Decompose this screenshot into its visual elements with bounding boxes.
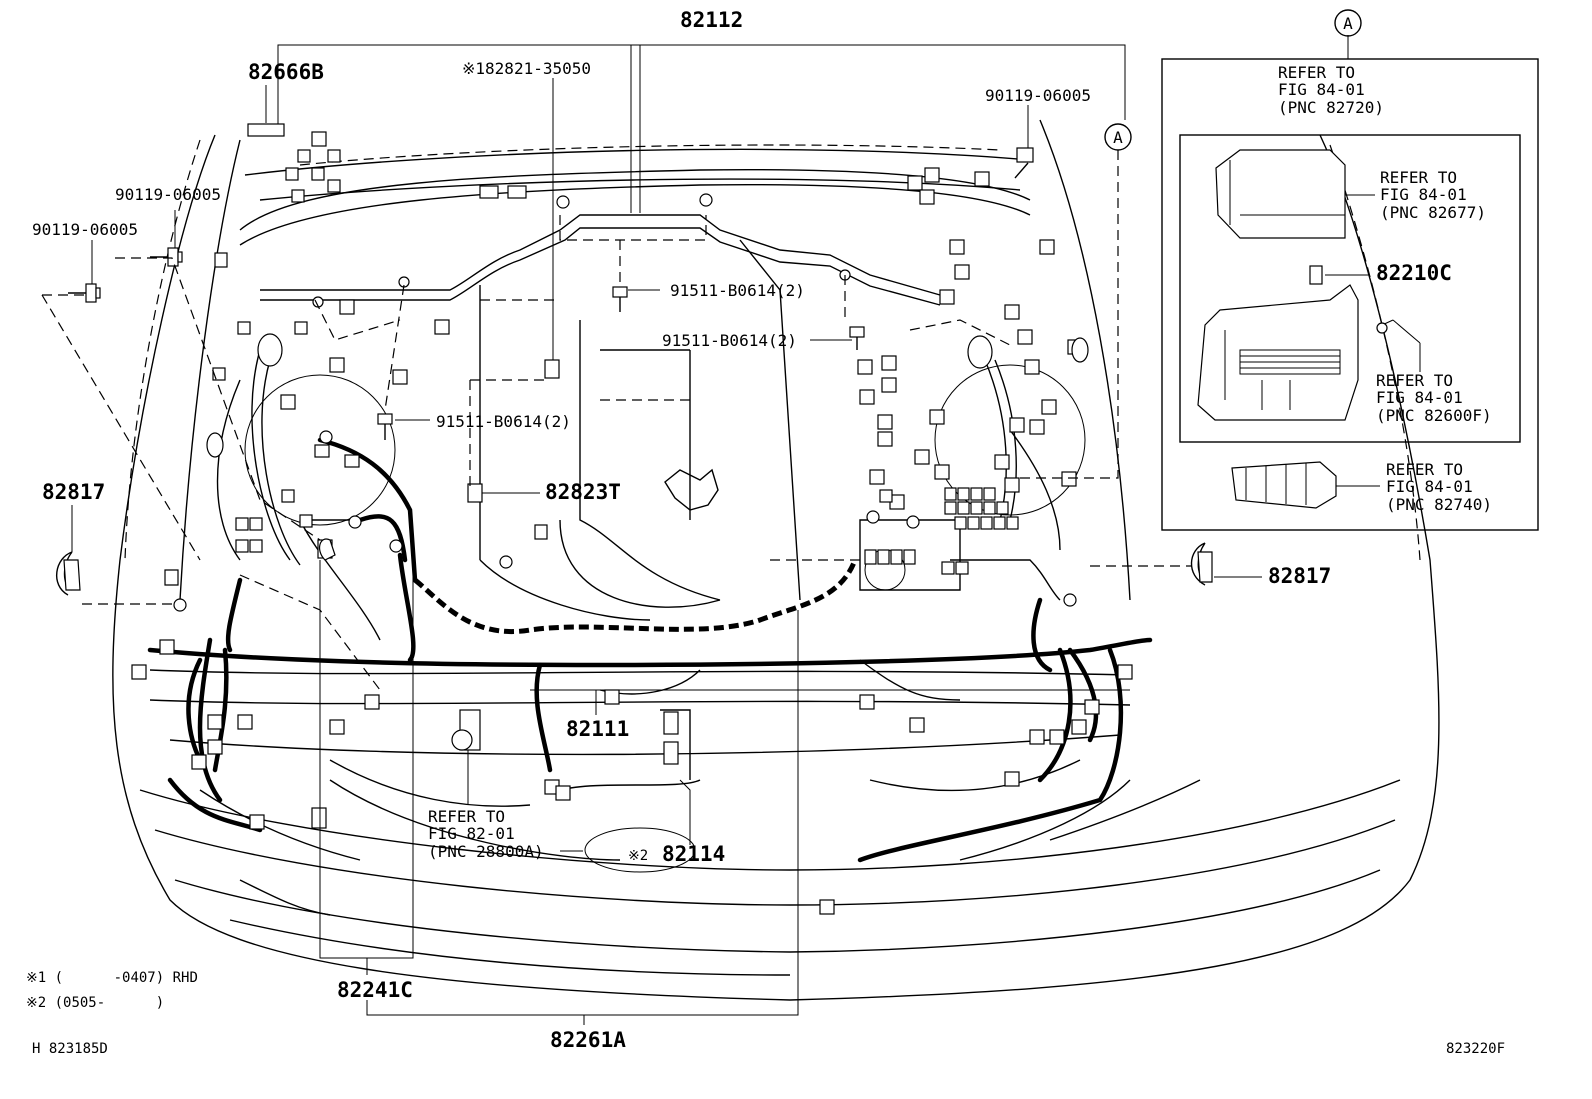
label-90119-b: 90119-06005 bbox=[32, 220, 138, 239]
label-82823t: 82823T bbox=[545, 480, 621, 504]
code-left: H 823185D bbox=[32, 1041, 108, 1057]
ref-mark-a-inset-label: A bbox=[1343, 14, 1353, 33]
footnotes: ※1 ( -0407) RHD ※2 (0505- ) H 823185D 82… bbox=[26, 970, 1505, 1057]
label-90119-right: 90119-06005 bbox=[985, 86, 1091, 105]
bolt-90119-left-b bbox=[68, 283, 101, 303]
label-82111: 82111 bbox=[566, 717, 629, 741]
leader-lines bbox=[41, 44, 1262, 1025]
engine-outline bbox=[244, 239, 1086, 621]
reference-mark-a-inset: A bbox=[1334, 9, 1362, 37]
refer-labels: REFER TO FIG 84-01 (PNC 82720) REFER TO … bbox=[428, 63, 1492, 861]
bolt-91511-1 bbox=[612, 286, 628, 312]
clip-82817-right bbox=[1190, 542, 1213, 586]
clip-82817-left bbox=[55, 551, 81, 596]
ref-82677-line3: (PNC 82677) bbox=[1380, 203, 1486, 222]
label-91511-2: 91511-B0614(2) bbox=[662, 331, 797, 350]
ref-82740-line3: (PNC 82740) bbox=[1386, 495, 1492, 514]
label-82817-right: 82817 bbox=[1268, 564, 1331, 588]
part-labels: 82112 82666B ※182821-35050 90119-06005 9… bbox=[32, 8, 1452, 1052]
ref-82677-line2: FIG 84-01 bbox=[1380, 185, 1467, 204]
label-82210c: 82210C bbox=[1376, 261, 1452, 285]
ref-28800a-line2: FIG 82-01 bbox=[428, 824, 515, 843]
reference-mark-a: A bbox=[1104, 123, 1132, 151]
label-82821: ※182821-35050 bbox=[462, 59, 591, 78]
label-91511-1: 91511-B0614(2) bbox=[670, 281, 805, 300]
ref-82720-line1: REFER TO bbox=[1278, 63, 1355, 82]
ref-82600f-line1: REFER TO bbox=[1376, 371, 1453, 390]
connector-parts bbox=[131, 123, 1133, 915]
harness-wires bbox=[147, 168, 1153, 863]
ref-28800a-line3: (PNC 28800A) bbox=[428, 842, 544, 861]
note-1: ※1 ( -0407) RHD bbox=[26, 970, 198, 986]
label-82817-left: 82817 bbox=[42, 480, 105, 504]
label-82666b: 82666B bbox=[248, 60, 324, 84]
label-82112: 82112 bbox=[680, 8, 743, 32]
bolt-91511-3 bbox=[377, 413, 393, 440]
ref-82740-line2: FIG 84-01 bbox=[1386, 477, 1473, 496]
bolt-90119-right bbox=[1014, 147, 1034, 179]
code-right: 823220F bbox=[1446, 1041, 1505, 1057]
label-90119-a: 90119-06005 bbox=[115, 185, 221, 204]
bolt-90119-left-a bbox=[150, 247, 183, 267]
bolt-91511-2 bbox=[849, 326, 865, 350]
vehicle-body-outline bbox=[112, 119, 1440, 1001]
ref-82677-line1: REFER TO bbox=[1380, 168, 1457, 187]
ref-82600f-line3: (PNC 82600F) bbox=[1376, 406, 1492, 425]
label-82261a: 82261A bbox=[550, 1028, 626, 1052]
label-82241c: 82241C bbox=[337, 978, 413, 1002]
label-91511-3: 91511-B0614(2) bbox=[436, 412, 571, 431]
label-mark2: ※2 bbox=[628, 848, 648, 864]
ref-82600f-line2: FIG 84-01 bbox=[1376, 388, 1463, 407]
inset-box bbox=[1161, 35, 1539, 531]
ref-28800a-line1: REFER TO bbox=[428, 807, 505, 826]
ref-82720-line3: (PNC 82720) bbox=[1278, 98, 1384, 117]
note-2: ※2 (0505- ) bbox=[26, 995, 164, 1011]
label-82114: 82114 bbox=[662, 842, 725, 866]
ref-82740-line1: REFER TO bbox=[1386, 460, 1463, 479]
ref-mark-a-label: A bbox=[1113, 128, 1123, 147]
ref-82720-line2: FIG 84-01 bbox=[1278, 80, 1365, 99]
